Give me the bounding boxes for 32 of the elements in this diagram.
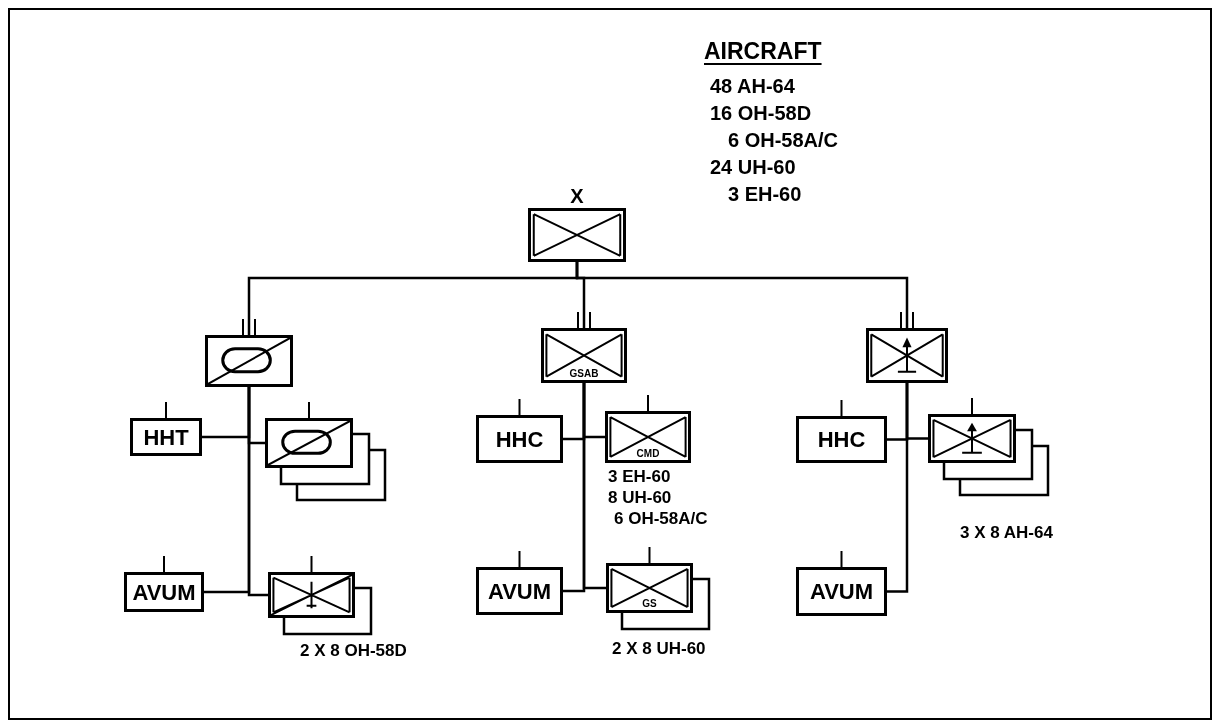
aircraft-count: 3 EH-60 [608, 466, 672, 487]
aircraft-count: 3 X 8 AH-64 [960, 522, 1053, 543]
aircraft-count: 16 OH-58D [710, 103, 812, 123]
unit-label: AVUM [487, 577, 552, 606]
echelon-label: X [570, 184, 584, 208]
connector-line [887, 383, 909, 593]
unit-box [124, 572, 204, 612]
aircraft-count: 24 UH-60 [710, 157, 796, 177]
aircraft-count: 8 UH-60 [608, 487, 673, 508]
aircraft-count: 3 EH-60 [728, 184, 802, 204]
unit-label: GSAB [567, 368, 601, 379]
unit-label: HHT [143, 423, 189, 452]
unit-box [130, 418, 202, 456]
connector-line [582, 383, 606, 590]
unit-box [796, 416, 887, 463]
unit-label: CMD [634, 448, 662, 459]
aircraft-count: 2 X 8 OH-58D [300, 640, 407, 661]
aircraft-count: 6 OH-58A/C [728, 130, 839, 150]
unit-box [796, 567, 887, 616]
aircraft-count: 6 OH-58A/C [614, 508, 708, 529]
aircraft-count: 48 AH-64 [710, 76, 795, 96]
connector-line [575, 262, 909, 328]
aircraft-count: 2 X 8 UH-60 [612, 638, 706, 659]
unit-label: AVUM [132, 578, 196, 607]
unit-label: GS [640, 598, 659, 609]
unit-label: HHC [495, 425, 544, 454]
connector-line [247, 387, 268, 597]
unit-label: AVUM [809, 578, 874, 606]
unit-box [476, 415, 563, 463]
unit-label: HHC [817, 426, 866, 454]
unit-box [476, 567, 563, 615]
list-heading: AIRCRAFT [704, 40, 822, 63]
